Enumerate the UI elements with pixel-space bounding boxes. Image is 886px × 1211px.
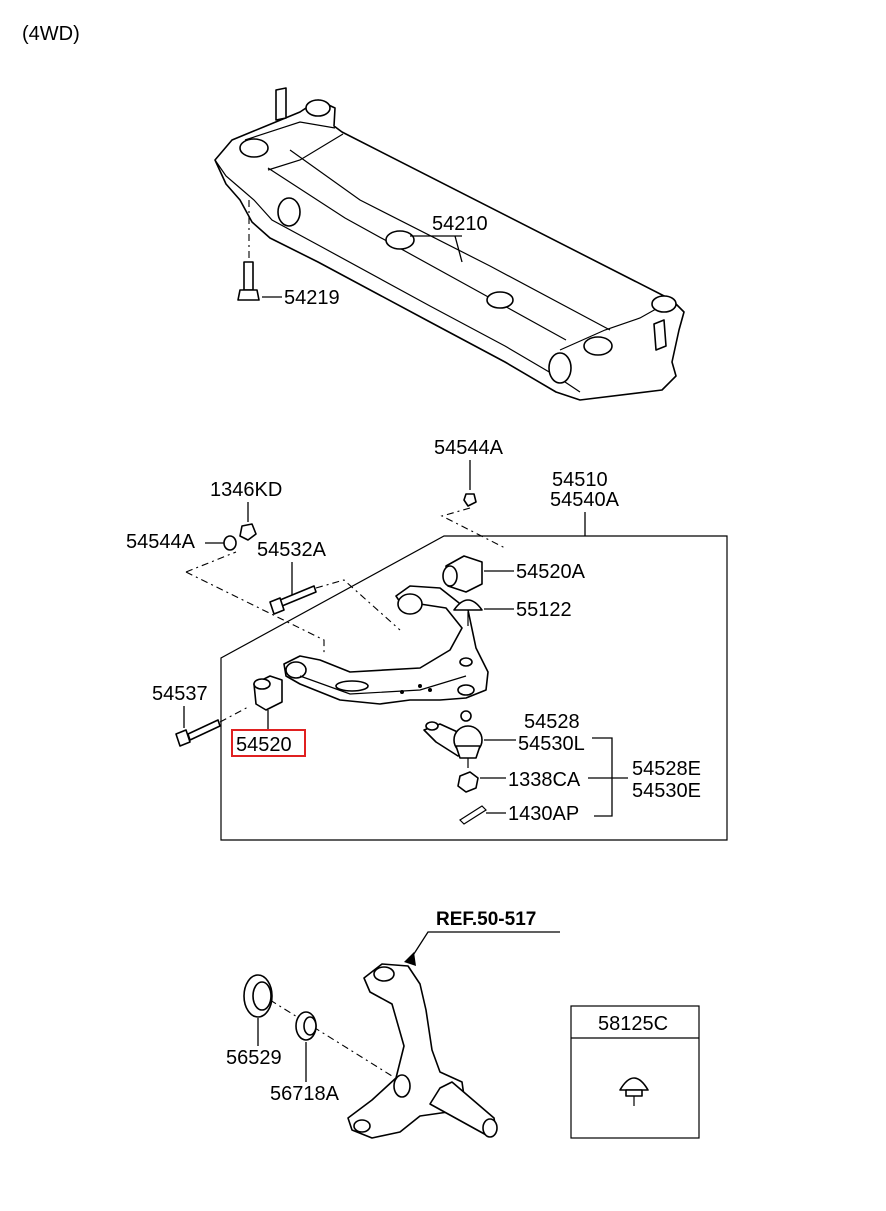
label-54528: 54528 — [524, 711, 580, 733]
label-1430AP: 1430AP — [508, 803, 579, 825]
cotter-pin-drawing — [459, 805, 487, 825]
reference-label: REF.50-517 — [436, 909, 536, 930]
bolt-lower-axis — [219, 705, 251, 723]
label-54544A-top: 54544A — [434, 437, 504, 459]
plug-box — [570, 1005, 700, 1139]
leader-54210-tail — [454, 235, 463, 263]
label-54530L: 54530L — [518, 733, 585, 755]
washer-top-drawing — [463, 493, 477, 507]
washer-top-axis — [440, 507, 506, 549]
plug-drawing — [619, 1077, 649, 1106]
highlight-54520[interactable] — [231, 729, 306, 757]
variant-label: (4WD) — [22, 23, 80, 45]
bolt-front-axis — [185, 551, 401, 654]
control-arm-drawing — [283, 585, 489, 705]
ball-joint-drawing — [423, 710, 483, 768]
label-1338CA: 1338CA — [508, 769, 581, 791]
label-56718A: 56718A — [270, 1083, 340, 1105]
knuckle-axis — [269, 999, 393, 1077]
reference-arrow — [404, 952, 416, 966]
label-54540A: 54540A — [550, 489, 620, 511]
bearing-drawing — [295, 1011, 317, 1041]
label-55122: 55122 — [516, 599, 572, 621]
label-54537: 54537 — [152, 683, 208, 705]
crossmember-bolt-drawing — [237, 261, 260, 301]
crossmember-drawing — [214, 87, 685, 401]
label-54520A: 54520A — [516, 561, 586, 583]
castle-nut-drawing — [457, 771, 479, 793]
knuckle-drawing — [347, 963, 498, 1139]
seal-drawing — [243, 974, 273, 1018]
nut-top-drawing — [239, 523, 257, 541]
label-54510: 54510 — [552, 469, 608, 491]
label-58125C: 58125C — [598, 1013, 668, 1035]
dust-cap-drawing — [453, 599, 483, 626]
label-54530E: 54530E — [632, 780, 701, 802]
kit-bracket — [588, 737, 628, 817]
label-54520[interactable]: 54520 — [236, 734, 292, 756]
bushing-rear-drawing — [442, 555, 483, 593]
label-54544A-left: 54544A — [126, 531, 196, 553]
label-54219: 54219 — [284, 287, 340, 309]
label-54528E: 54528E — [632, 758, 701, 780]
washer-left-drawing — [223, 535, 237, 551]
reference-leader — [409, 931, 560, 961]
label-56529: 56529 — [226, 1047, 282, 1069]
bolt-lower-drawing — [175, 719, 221, 747]
label-1346KD: 1346KD — [210, 479, 282, 501]
label-54532A: 54532A — [257, 539, 327, 561]
bolt-front-drawing — [269, 585, 317, 615]
bushing-front-drawing — [253, 675, 283, 711]
label-54210: 54210 — [432, 213, 488, 235]
